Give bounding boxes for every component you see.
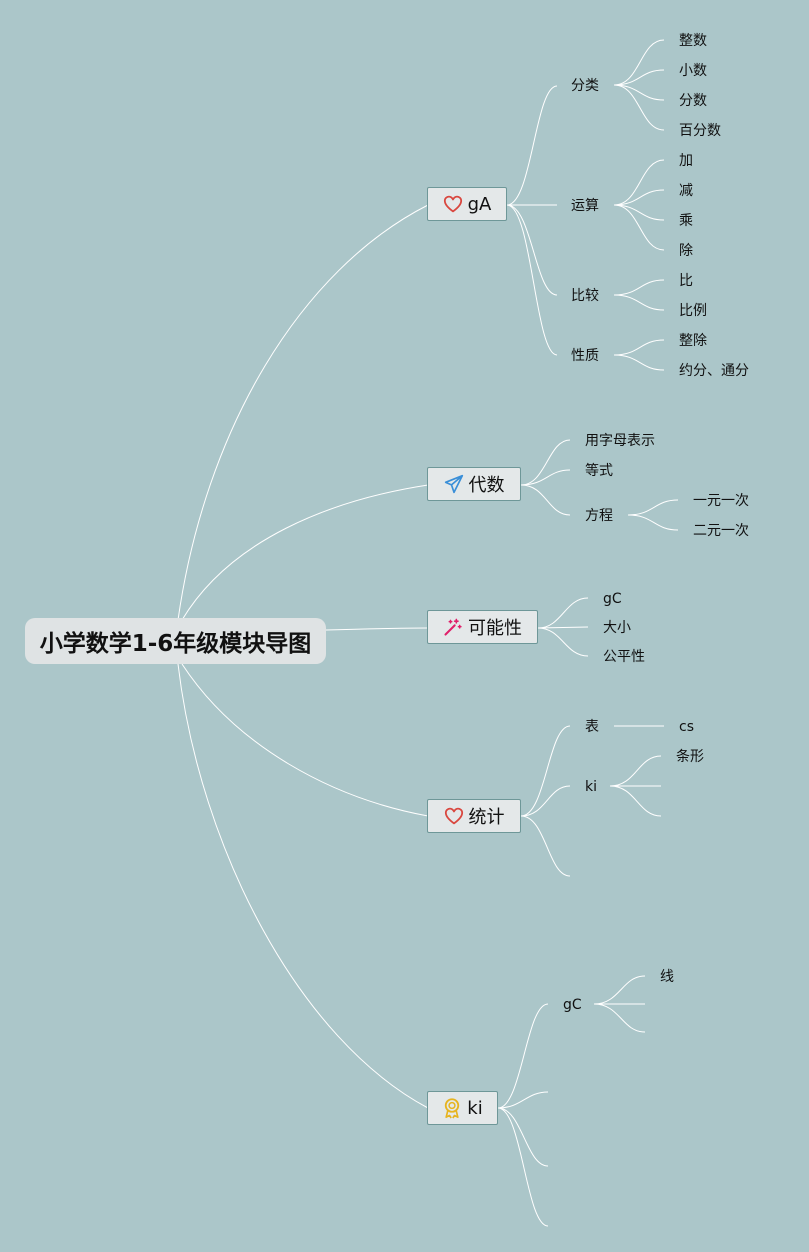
leaf-item[interactable]: 整数 <box>679 33 707 49</box>
leaf-item[interactable]: 比例 <box>679 303 707 319</box>
subtopic-classification[interactable]: 分类 <box>571 78 599 94</box>
subtopic-gc[interactable]: gC <box>603 591 622 607</box>
root-topic-label: 小学数学1-6年级模块导图 <box>39 631 312 657</box>
leaf-item[interactable]: 减 <box>679 183 693 199</box>
branch-algebra-label: 代数 <box>468 475 505 496</box>
leaf-item[interactable]: 一元一次 <box>693 493 749 509</box>
heart-icon <box>444 807 464 825</box>
leaf-item[interactable]: 条形 <box>676 749 704 765</box>
paper-plane-icon <box>444 474 464 494</box>
subtopic-equations[interactable]: 方程 <box>585 508 613 524</box>
branch-statistics[interactable]: 统计 <box>427 799 521 833</box>
branch-ki-label: ki <box>467 1097 483 1119</box>
subtopic-ki[interactable]: ki <box>585 779 597 795</box>
subtopic-comparison[interactable]: 比较 <box>571 288 599 304</box>
leaf-item[interactable]: 小数 <box>679 63 707 79</box>
leaf-item[interactable]: 整除 <box>679 333 707 349</box>
branch-probability[interactable]: 可能性 <box>427 610 538 644</box>
subtopic-operations[interactable]: 运算 <box>571 198 599 214</box>
connector-root-probability <box>325 627 429 631</box>
branch-algebra[interactable]: 代数 <box>427 467 521 501</box>
magic-wand-icon <box>443 617 463 637</box>
leaf-item[interactable]: 加 <box>679 153 693 169</box>
subtopic-letter-notation[interactable]: 用字母表示 <box>585 433 655 449</box>
connector-root-ga <box>177 204 429 621</box>
branch-ga[interactable]: gA <box>427 187 507 221</box>
branch-statistics-label: 统计 <box>468 807 505 828</box>
leaf-item[interactable]: 百分数 <box>679 123 721 139</box>
branch-probability-label: 可能性 <box>468 618 522 639</box>
subtopic-table[interactable]: 表 <box>585 719 599 735</box>
subtopic-properties[interactable]: 性质 <box>571 348 599 364</box>
leaf-item[interactable]: 线 <box>660 969 674 985</box>
award-icon <box>442 1097 462 1119</box>
subtopic-gc[interactable]: gC <box>563 997 582 1013</box>
branch-ga-label: gA <box>467 193 492 215</box>
heart-icon <box>443 195 463 213</box>
root-topic[interactable]: 小学数学1-6年级模块导图 <box>25 618 326 664</box>
leaf-item[interactable]: cs <box>679 719 694 735</box>
subtopic-fairness[interactable]: 公平性 <box>603 649 645 665</box>
connector-root-ki <box>177 663 429 1109</box>
subtopic-equation[interactable]: 等式 <box>585 463 613 479</box>
leaf-item[interactable]: 比 <box>679 273 693 289</box>
subtopic-magnitude[interactable]: 大小 <box>603 620 631 636</box>
leaf-item[interactable]: 分数 <box>679 93 707 109</box>
branch-ki[interactable]: ki <box>427 1091 498 1125</box>
leaf-item[interactable]: 乘 <box>679 213 693 229</box>
leaf-item[interactable]: 除 <box>679 243 693 259</box>
connector-root-algebra <box>181 484 429 621</box>
leaf-item[interactable]: 二元一次 <box>693 523 749 539</box>
leaf-item[interactable]: 约分、通分 <box>679 363 749 379</box>
connector-root-statistics <box>181 663 429 817</box>
